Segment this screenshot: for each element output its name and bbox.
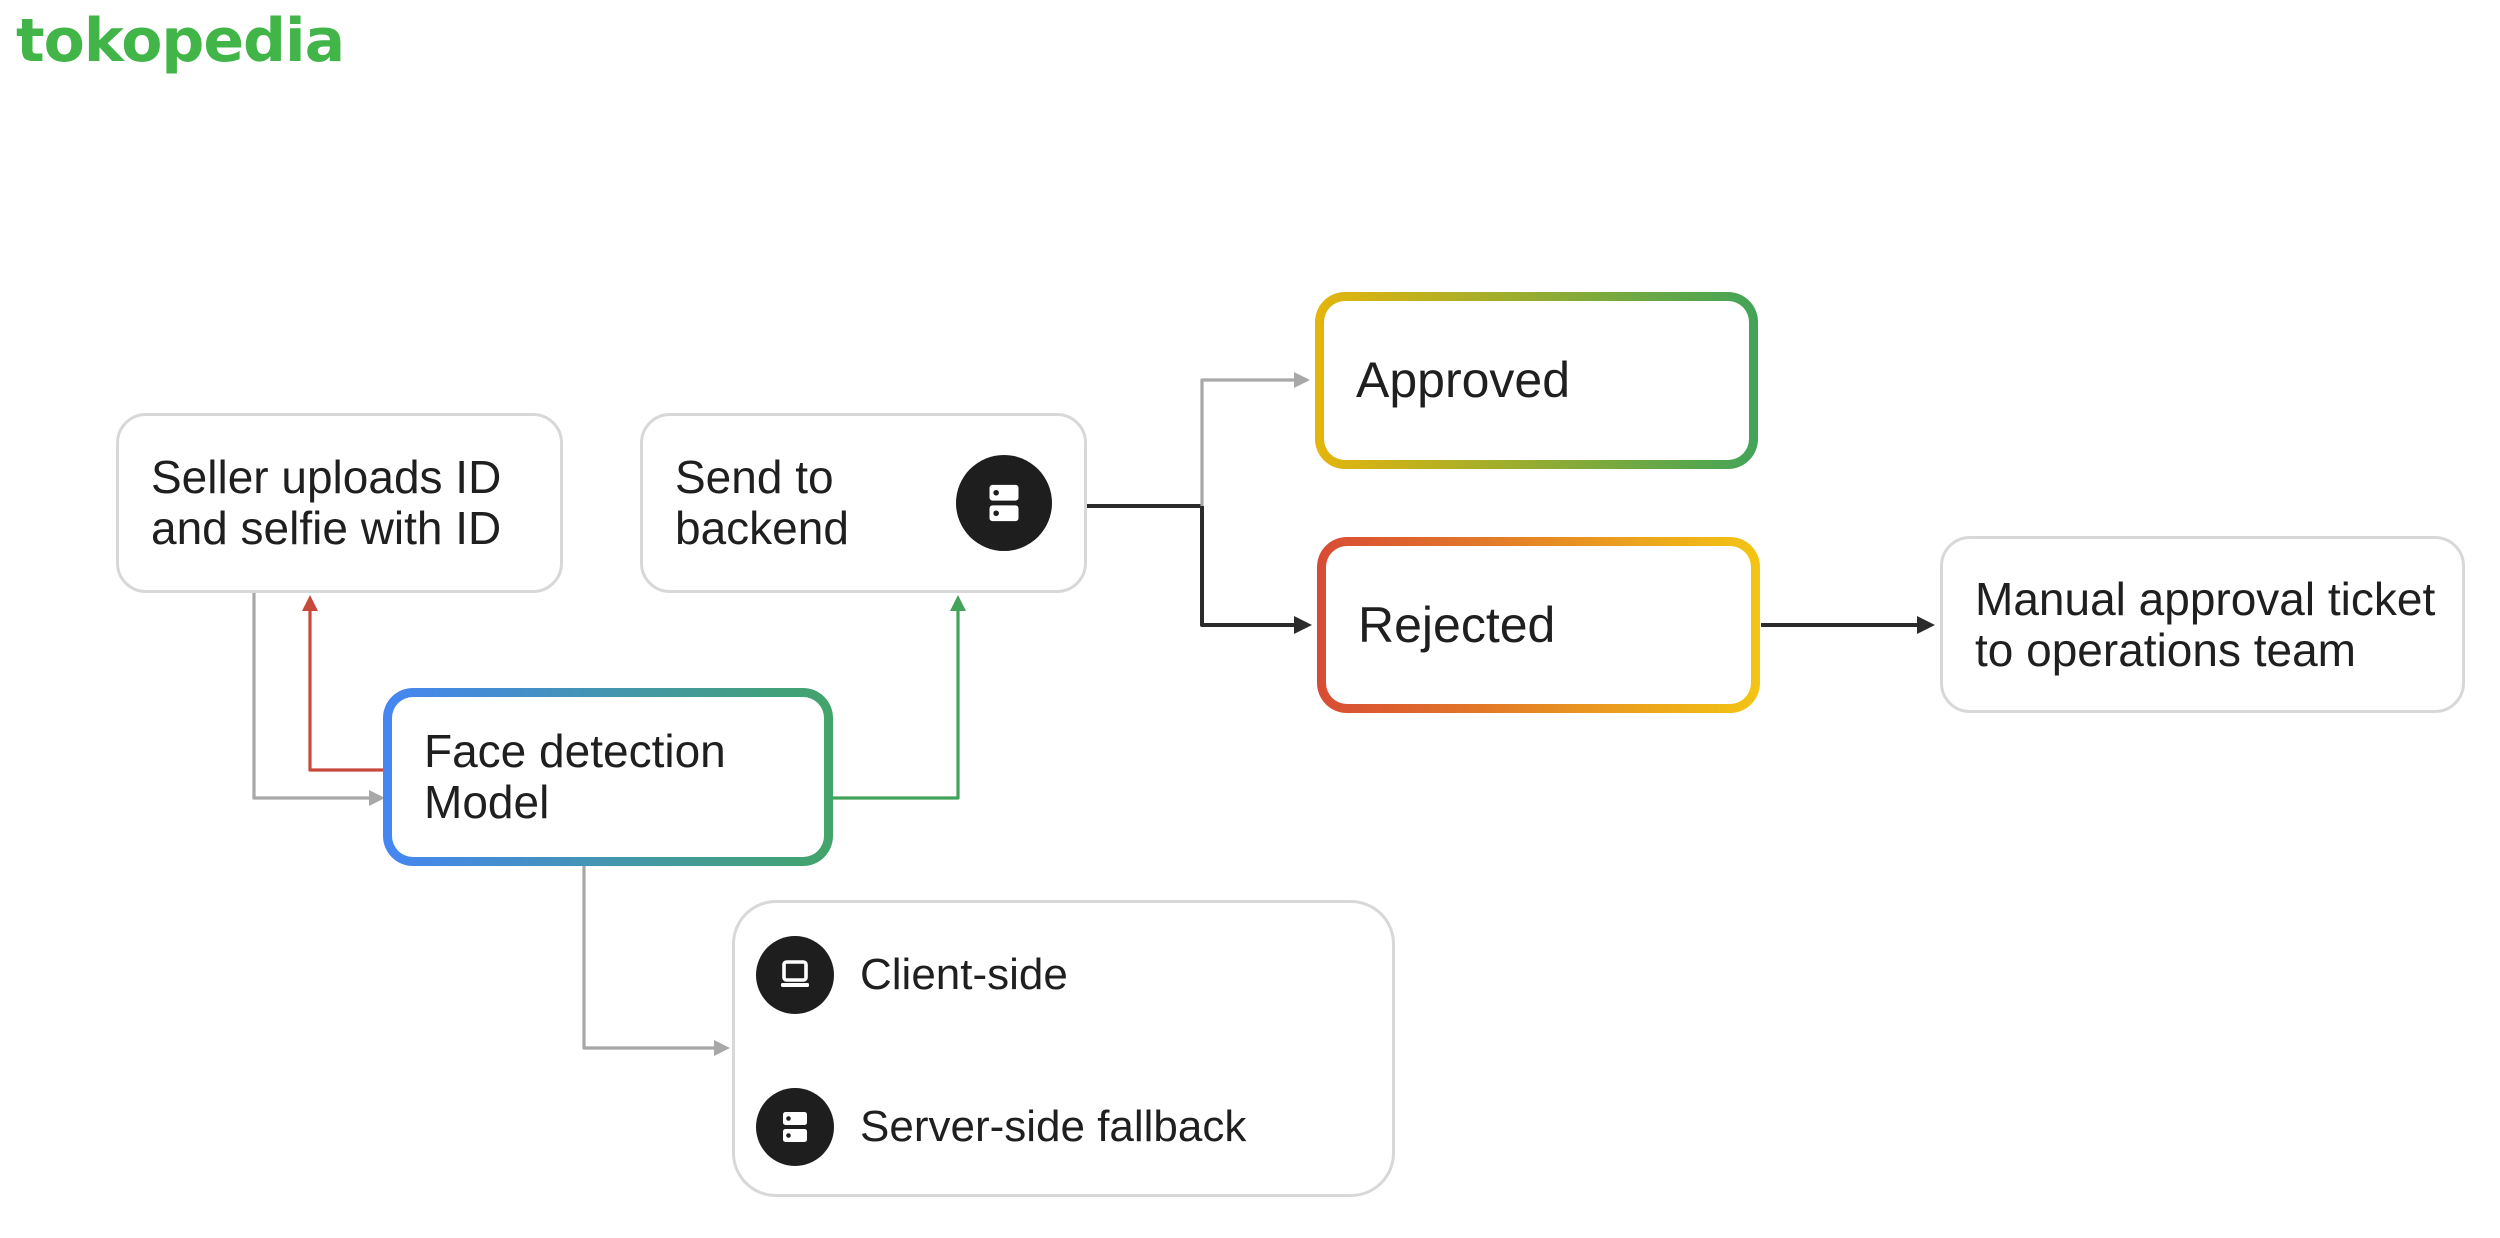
edge-send-to-approved <box>1200 372 1310 506</box>
node-manual-ticket-label: Manual approval ticket to operations tea… <box>1975 572 2436 676</box>
laptop-icon <box>756 936 834 1014</box>
node-manual-ticket: Manual approval ticket to operations tea… <box>1940 536 2465 713</box>
edge-send-to-rejected <box>1200 506 1312 634</box>
node-rejected-label: Rejected <box>1358 596 1556 653</box>
node-seller-upload: Seller uploads ID and selfie with ID <box>116 413 563 593</box>
edge-face-to-seller <box>302 595 384 772</box>
edge-face-to-legend <box>582 866 730 1056</box>
node-face-detection-label: Face detection Model <box>424 725 726 828</box>
legend-item-client-side: Client-side <box>756 936 1392 1014</box>
node-rejected: Rejected <box>1317 537 1760 713</box>
legend-box: Client-side Server-side fallback <box>732 900 1395 1197</box>
legend-label-client-side: Client-side <box>860 950 1068 999</box>
edge-face-to-send <box>832 595 966 800</box>
legend-item-server-side: Server-side fallback <box>756 1088 1392 1166</box>
edge-rejected-to-manual <box>1761 616 1935 634</box>
node-send-backend-label: Send to backend <box>675 451 849 554</box>
node-send-backend: Send to backend <box>640 413 1087 593</box>
node-seller-upload-label: Seller uploads ID and selfie with ID <box>151 451 502 554</box>
tokopedia-logo: tokopedia <box>16 6 345 76</box>
server-icon <box>956 455 1052 551</box>
node-approved: Approved <box>1315 292 1758 469</box>
edge-seller-to-face <box>252 593 385 806</box>
server-icon <box>756 1088 834 1166</box>
node-approved-label: Approved <box>1356 352 1571 408</box>
legend-label-server-side: Server-side fallback <box>860 1102 1247 1151</box>
node-face-detection: Face detection Model <box>383 688 833 866</box>
